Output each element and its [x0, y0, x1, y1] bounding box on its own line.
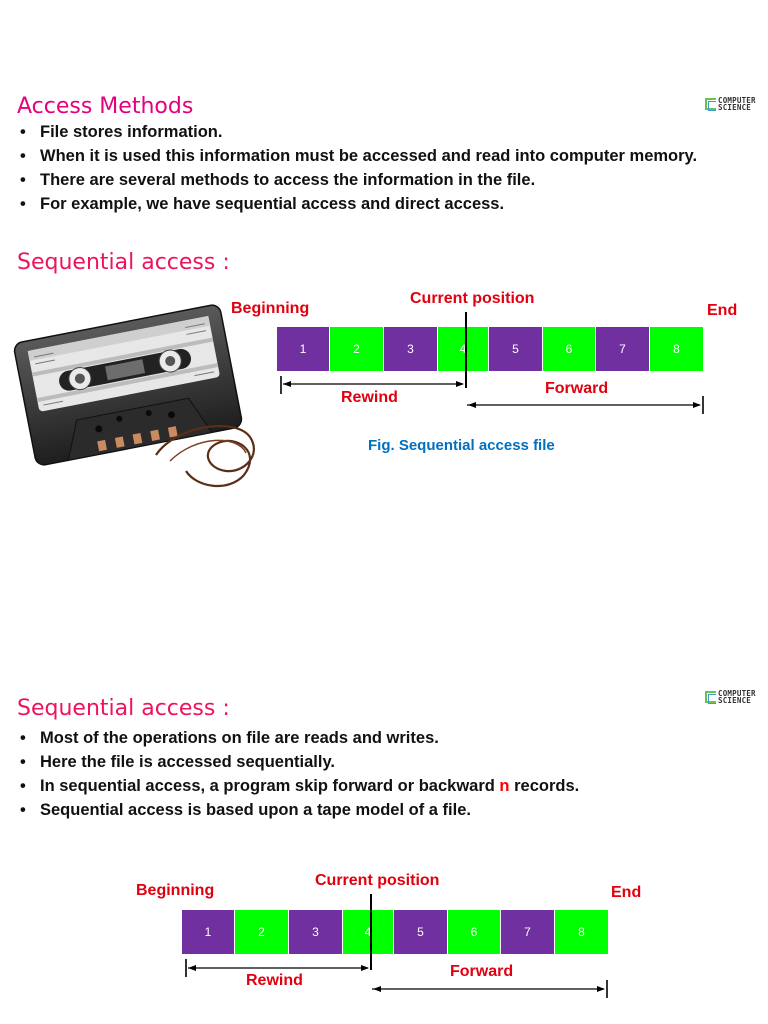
sequential-access-diagram: Beginning Current position End 1 2 3 4 5… [0, 0, 768, 505]
bullet-text: records. [509, 777, 580, 795]
record-cell: 5 [489, 327, 543, 371]
logo-text-top: COMPUTER [718, 96, 756, 105]
record-cell: 5 [394, 910, 448, 954]
rewind-forward-arrows [185, 959, 608, 998]
sequential-access-diagram: Beginning Current position End 1 2 3 4 5… [0, 600, 768, 1024]
logo-text-bottom: SCIENCE [718, 103, 752, 112]
slide-access-methods: Access Methods COMPUTER SCIENCE File sto… [0, 0, 768, 505]
current-position-marker [370, 894, 372, 970]
slide-title: Access Methods [17, 94, 194, 119]
bullet-list: File stores information. When it is used… [18, 120, 730, 216]
beginning-label: Beginning [231, 300, 310, 317]
slide-sequential-access: Sequential access : COMPUTER SCIENCE Mos… [0, 600, 768, 1024]
end-label: End [611, 884, 642, 901]
record-cell: 3 [289, 910, 343, 954]
record-cell: 6 [448, 910, 501, 954]
record-cell: 4 [343, 910, 394, 954]
figure-caption: Fig. Sequential access file [368, 437, 555, 454]
end-label: End [707, 302, 738, 319]
computer-science-logo: COMPUTER SCIENCE [705, 97, 767, 113]
forward-label: Forward [450, 963, 514, 980]
rewind-label: Rewind [246, 972, 303, 989]
bullet-list: Most of the operations on file are reads… [18, 726, 738, 822]
current-position-label: Current position [410, 290, 535, 307]
forward-label: Forward [545, 380, 609, 397]
bullet-item: Sequential access is based upon a tape m… [18, 798, 738, 822]
rewind-label: Rewind [341, 389, 398, 406]
record-cell: 8 [650, 327, 703, 371]
bullet-item: There are several methods to access the … [18, 168, 730, 192]
record-cell: 4 [438, 327, 489, 371]
logo-text-bottom: SCIENCE [718, 696, 752, 705]
current-position-label: Current position [315, 872, 440, 889]
logo-text-top: COMPUTER [718, 689, 756, 698]
computer-science-logo: COMPUTER SCIENCE [705, 690, 767, 706]
bullet-item: For example, we have sequential access a… [18, 192, 730, 216]
highlight-n: n [499, 777, 510, 795]
beginning-label: Beginning [136, 882, 215, 899]
record-cell: 8 [555, 910, 608, 954]
bullet-item: In sequential access, a program skip for… [18, 774, 738, 798]
bullet-item: Here the file is accessed sequentially. [18, 750, 738, 774]
slide-title: Sequential access : [17, 696, 230, 721]
section-heading: Sequential access : [17, 250, 230, 275]
record-bar: 1 2 3 4 5 6 7 8 [277, 327, 703, 371]
bullet-item: File stores information. [18, 120, 730, 144]
current-position-marker [465, 312, 467, 388]
record-cell: 7 [596, 327, 650, 371]
record-cell: 3 [384, 327, 438, 371]
record-cell: 6 [543, 327, 596, 371]
record-bar: 1 2 3 4 5 6 7 8 [182, 910, 608, 954]
cassette-tape-image [13, 304, 255, 488]
bullet-item: Most of the operations on file are reads… [18, 726, 738, 750]
bullet-item: When it is used this information must be… [18, 144, 730, 168]
rewind-forward-arrows [280, 376, 704, 414]
record-cell: 1 [277, 327, 330, 371]
record-cell: 2 [330, 327, 384, 371]
record-cell: 2 [235, 910, 289, 954]
record-cell: 1 [182, 910, 235, 954]
bullet-text: In sequential access, a program skip for… [40, 777, 500, 795]
record-cell: 7 [501, 910, 555, 954]
